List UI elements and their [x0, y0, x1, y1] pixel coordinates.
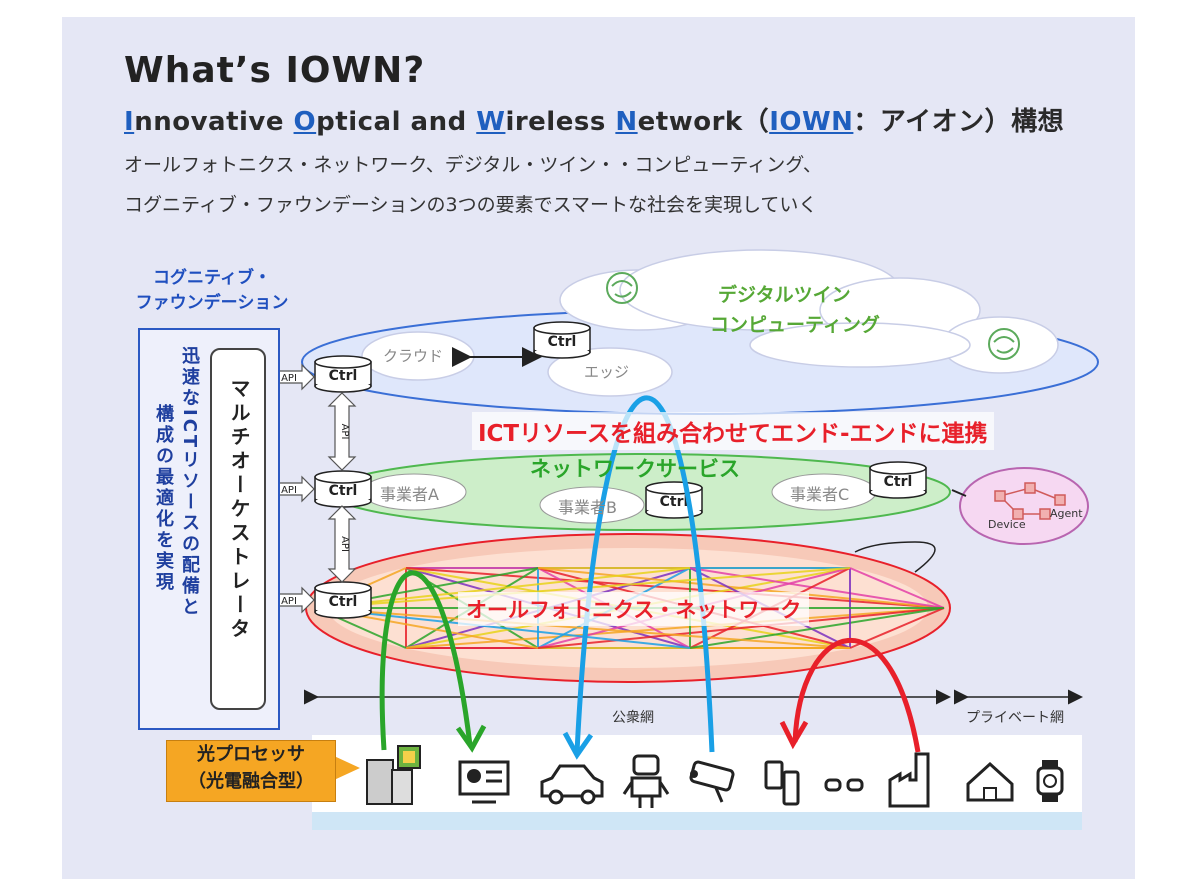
network-service-title: ネットワークサービス: [530, 457, 740, 481]
page-title: What’s IOWN?: [124, 50, 426, 91]
green-arrowhead: [455, 724, 487, 753]
cloud-label: クラウド: [383, 347, 444, 365]
apn-label: オールフォトニクス・ネットワーク: [458, 592, 810, 626]
cyan-flow-arrow: [574, 395, 715, 753]
api-label: API: [281, 596, 297, 607]
car-icon: [540, 764, 604, 805]
device-agent-link: [951, 489, 967, 497]
mesh-link: [689, 567, 945, 609]
device-agent-oval: [959, 467, 1089, 545]
apn-loop-line: [854, 541, 936, 573]
device-agent-graph: [994, 482, 1066, 520]
operator-c-label: 事業者C: [790, 485, 850, 504]
processor-pointer: [334, 756, 360, 780]
api-label: API: [281, 373, 297, 384]
mesh-link: [537, 567, 945, 609]
subtitle-part: ：アイオン）構想: [853, 107, 1065, 137]
agent-label: Agent: [1050, 507, 1083, 520]
brain-icon: [606, 272, 638, 304]
api-label: API: [281, 485, 297, 496]
ctrl-label: Ctrl: [329, 483, 358, 499]
monitor-icon: [458, 760, 510, 804]
mesh-link: [689, 607, 945, 649]
mesh-link: [315, 567, 691, 609]
red-arrowhead: [779, 720, 809, 750]
multi-orchestrator: マルチオーケストレータ: [210, 348, 266, 710]
api-arrow-vertical: API: [327, 392, 357, 471]
phone-icon: [764, 760, 800, 806]
subtitle-part: IOWN: [769, 107, 854, 137]
camera-icon: [689, 760, 735, 803]
digital-twin-line-2: コンピューティング: [710, 314, 880, 336]
mesh-link: [315, 567, 851, 609]
ctrl-label: Ctrl: [884, 474, 913, 490]
api-label: API: [339, 424, 350, 440]
robot-icon: [622, 754, 670, 808]
description-line-2: コグニティブ・ファウンデーションの3つの要素でスマートな社会を実現していく: [124, 194, 818, 216]
subtitle-part: etwork（: [637, 107, 770, 137]
mesh-link: [849, 567, 945, 609]
red-flow-arrow: [792, 638, 921, 753]
mesh-link: [315, 607, 851, 649]
operator-b-label: 事業者B: [558, 498, 617, 517]
mesh-link: [315, 607, 691, 649]
subtitle-part: ptical and: [316, 107, 477, 137]
left-box-text-2: 構成の最適化を実現: [153, 404, 174, 593]
cyan-arrowhead: [562, 731, 594, 760]
device-icons: [366, 745, 1064, 808]
device-label: Device: [988, 518, 1026, 531]
factory-icon: [888, 752, 930, 808]
digital-twin-line-1: デジタルツイン: [718, 284, 851, 306]
subtitle-part: W: [476, 107, 506, 137]
public-network-label: 公衆網: [612, 710, 654, 726]
ctrl-label: Ctrl: [660, 494, 689, 510]
optical-processor-callout: 光プロセッサ （光電融合型）: [166, 740, 336, 802]
subtitle-part: nnovative: [134, 107, 294, 137]
ctrl-label: Ctrl: [329, 368, 358, 384]
subtitle-part: N: [615, 107, 638, 137]
ctrl-cylinder: Ctrl: [314, 355, 372, 393]
cognitive-foundation-label: コグニティブ・ ファウンデーション: [135, 268, 289, 313]
device-band-shade: [312, 812, 1082, 830]
brain-icon: [988, 328, 1020, 360]
subtitle-part: ireless: [505, 107, 616, 137]
watch-icon: [1036, 760, 1064, 802]
subtitle-part: I: [124, 107, 135, 137]
ctrl-cylinder: Ctrl: [314, 470, 372, 508]
cloud-shape: [361, 331, 673, 397]
ctrl-cylinder: Ctrl: [314, 581, 372, 619]
ict-banner: ICTリソースを組み合わせてエンド-エンドに連携: [472, 412, 994, 450]
green-flow-arrow: [379, 570, 473, 751]
page-subtitle: Innovative Optical and Wireless Network（…: [124, 101, 1064, 138]
operator-b-oval: [539, 486, 645, 524]
operator-a-label: 事業者A: [380, 485, 439, 504]
chip-server-icon: [366, 745, 421, 805]
ctrl-cylinder: Ctrl: [645, 481, 703, 519]
mesh-link: [537, 607, 945, 649]
house-icon: [966, 761, 1014, 802]
edge-label: エッジ: [584, 363, 630, 381]
left-box-text-1: 迅速なICTリソースの配備と: [179, 346, 200, 619]
api-label: API: [339, 536, 350, 552]
ctrl-cylinder: Ctrl: [533, 321, 591, 359]
ctrl-label: Ctrl: [329, 594, 358, 610]
ctrl-cylinder: Ctrl: [869, 461, 927, 499]
glasses-icon: [824, 778, 864, 792]
api-arrow-vertical: API: [327, 505, 357, 583]
subtitle-part: O: [293, 107, 317, 137]
ctrl-label: Ctrl: [548, 334, 577, 350]
digital-twin-cloud: [559, 249, 1059, 374]
description-line-1: オールフォトニクス・ネットワーク、デジタル・ツイン・・コンピューティング、: [124, 154, 822, 176]
private-network-label: プライベート網: [966, 710, 1064, 726]
